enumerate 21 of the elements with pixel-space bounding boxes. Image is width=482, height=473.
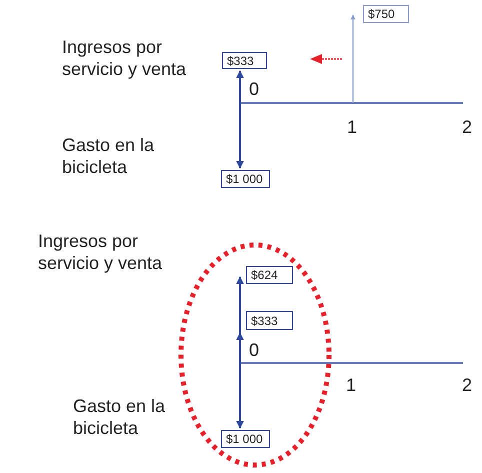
axis-tick-label: 1: [347, 116, 358, 138]
amount-box: $1 000: [221, 430, 270, 448]
cash-flow-arrow: [236, 332, 244, 363]
cash-flow-arrow: [236, 363, 244, 429]
axis-tick-label: 1: [346, 374, 356, 396]
amount-box: $333: [222, 52, 267, 69]
cash-flow-arrow: [236, 70, 244, 103]
axis-tick-label: 2: [462, 116, 472, 138]
amount-box: $1 000: [221, 170, 270, 188]
axis-side-label: Ingresos por servicio y venta: [38, 230, 164, 274]
amount-box: $333: [246, 311, 293, 330]
amount-box: $750: [363, 5, 409, 23]
axis-side-label: Gasto en la bicicleta: [62, 134, 156, 178]
amount-box: $624: [246, 266, 293, 284]
cash-flow-arrow: [236, 103, 244, 169]
cash-flow-arrow: [350, 14, 356, 103]
axis-tick-label: 2: [462, 374, 472, 396]
axis-side-label: Gasto en la bicicleta: [73, 395, 166, 439]
axis-side-label: Ingresos por servicio y venta: [62, 36, 188, 80]
axis-tick-label: 0: [249, 339, 260, 361]
axis-tick-label: 0: [249, 78, 260, 100]
